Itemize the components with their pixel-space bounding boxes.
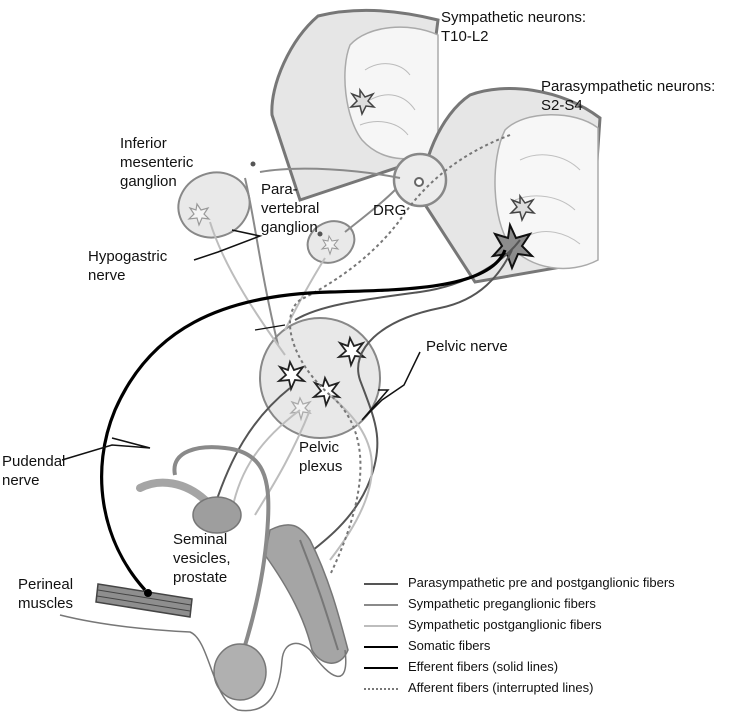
- seminal-vesicles-shape: [192, 496, 242, 534]
- seminal-vesicles-prostate-label: Seminal vesicles, prostate: [173, 531, 231, 586]
- perineal-muscles-label: Perineal muscles: [18, 576, 74, 612]
- pelvic-nerve-pointer: [361, 351, 421, 421]
- ganglion-neuron-icon: [187, 202, 211, 227]
- inferior-mesenteric-ganglion-label: Inferior mesenteric ganglion: [120, 135, 194, 190]
- vas-deferens: [136, 478, 209, 504]
- sympathetic-preganglionic-fiber: [244, 177, 279, 346]
- paravertebral-neuron-icon: [320, 234, 340, 256]
- sympathetic-neuron-icon: [348, 87, 377, 117]
- sympathetic-postganglionic-fiber: [254, 409, 311, 516]
- drg-label: DRG: [373, 202, 407, 219]
- parasympathetic-fiber: [329, 394, 373, 561]
- body-outline: [59, 614, 347, 712]
- plexus-neuron-icon: [276, 359, 307, 392]
- perineal-muscles-shape: [95, 583, 193, 618]
- motor-neuron-icon: [490, 221, 535, 271]
- legend-item: Somatic fibers: [364, 636, 724, 657]
- hypogastric-nerve-pointer: [193, 229, 263, 261]
- legend-item: Sympathetic preganglionic fibers: [364, 594, 724, 615]
- pudendal-nerve-pointer: [61, 437, 151, 461]
- drg-neuron-icon: [414, 177, 424, 187]
- sympathetic-postganglionic-fiber: [209, 221, 286, 356]
- legend-label: Afferent fibers (interrupted lines): [408, 680, 594, 695]
- legend-swatch: [364, 667, 398, 669]
- legend-label: Efferent fibers (solid lines): [408, 659, 559, 674]
- legend-swatch: [364, 625, 398, 627]
- sympathetic-neurons-label: Sympathetic neurons: T10-L2: [441, 9, 587, 45]
- somatic-fiber: [100, 249, 507, 592]
- sympathetic-spinal-segment: [270, 8, 440, 202]
- pudendal-nerve-label: Pudendal nerve: [2, 453, 66, 489]
- penis-shape: [264, 524, 349, 664]
- sympathetic-preganglionic-fiber: [259, 167, 401, 179]
- plexus-neuron-icon: [336, 335, 367, 368]
- pelvic-plexus-label: Pelvic plexus: [299, 439, 343, 475]
- legend-swatch: [364, 688, 398, 690]
- legend-item: Afferent fibers (interrupted lines): [364, 678, 724, 699]
- legend-item: Parasympathetic pre and postganglionic f…: [364, 573, 724, 594]
- plexus-neuron-icon: [289, 396, 312, 422]
- legend-swatch: [364, 583, 398, 585]
- legend-item: Sympathetic postganglionic fibers: [364, 615, 724, 636]
- legend-label: Sympathetic postganglionic fibers: [408, 617, 602, 632]
- parasympathetic-fiber: [214, 387, 291, 506]
- legend-label: Parasympathetic pre and postganglionic f…: [408, 575, 675, 590]
- parasympathetic-fiber: [299, 249, 513, 561]
- hypogastric-nerve-label: Hypogastric nerve: [88, 248, 168, 284]
- testis-shape: [213, 643, 267, 701]
- parasympathetic-neuron-icon: [508, 193, 537, 223]
- sympathetic-postganglionic-fiber: [284, 257, 326, 331]
- urethra-tube: [172, 445, 271, 656]
- legend-label: Somatic fibers: [408, 638, 491, 653]
- sympathetic-preganglionic-fiber: [344, 189, 396, 233]
- sympathetic-postganglionic-fiber: [231, 409, 301, 511]
- pelvic-nerve-label: Pelvic nerve: [426, 338, 508, 355]
- legend-item: Efferent fibers (solid lines): [364, 657, 724, 678]
- legend-swatch: [364, 646, 398, 648]
- plexus-neuron-icon: [311, 375, 342, 408]
- parasympathetic-spinal-segment: [420, 87, 602, 284]
- parasympathetic-neurons-label: Parasympathetic neurons: S2-S4: [541, 78, 716, 114]
- legend: Parasympathetic pre and postganglionic f…: [364, 573, 724, 699]
- legend-label: Sympathetic preganglionic fibers: [408, 596, 596, 611]
- paravertebral-ganglion-label: Para- vertebral ganglion: [261, 181, 320, 236]
- legend-swatch: [364, 604, 398, 606]
